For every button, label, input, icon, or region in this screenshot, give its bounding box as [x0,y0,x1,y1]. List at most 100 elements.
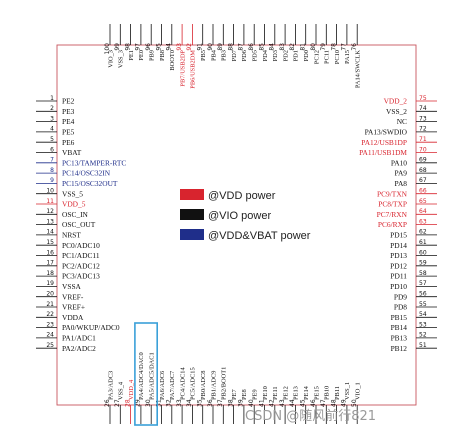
pin-number-1: 1 [50,95,54,102]
pin-label-pb3: PB3 [221,50,228,61]
pin-label-pa4-adc4-dac0: PA4/ADC4/DAC0 [138,352,145,400]
pin-number-51: 51 [419,342,427,349]
pin-number-93: 93 [176,43,183,51]
pin-number-5: 5 [50,136,54,143]
pin-number-18: 18 [46,270,54,277]
pin-label-pb12: PB12 [391,344,408,353]
pin-number-71: 71 [419,136,427,143]
pin-number-90: 90 [207,43,214,51]
pin-label-vss-5: VSS_5 [62,189,83,198]
pin-number-46: 46 [310,399,317,407]
pin-label-pa6-adc6: PA6/ADC6 [159,371,166,400]
pin-label-pa11-usb1dm: PA11/USB1DM [359,148,407,157]
pin-number-25: 25 [46,342,54,349]
pin-number-78: 78 [330,43,337,51]
pin-label-pb4: PB4 [210,49,217,61]
pin-label-pb8: PB8 [159,50,166,61]
pin-number-76: 76 [351,43,358,51]
pin-number-8: 8 [50,167,54,174]
pin-label-osc-in: OSC_IN [62,210,89,219]
pin-number-45: 45 [300,399,307,407]
pin-number-13: 13 [46,218,54,225]
pin-number-59: 59 [419,260,427,267]
pin-number-16: 16 [46,249,54,256]
pin-number-95: 95 [155,43,162,51]
pin-label-pb0-adc8: PB0/ADC8 [200,371,207,400]
pin-number-83: 83 [279,43,286,51]
pin-label-pc4-adc14: PC4/ADC14 [179,367,186,400]
pin-number-88: 88 [227,43,234,51]
pin-number-62: 62 [419,229,427,236]
pin-number-35: 35 [197,399,204,407]
pin-number-57: 57 [419,280,427,287]
pin-label-nc: NC [397,117,407,126]
pin-label-vssa: VSSA [62,282,82,291]
pin-label-vss-3: VSS_3 [118,50,125,68]
pin-label-vdd-5: VDD_5 [62,200,86,209]
pin-number-74: 74 [419,105,427,112]
pin-label-pd3: PD3 [272,50,279,61]
pin-label-pd5: PD5 [252,50,259,61]
pin-number-21: 21 [46,301,54,308]
pin-label-pd4: PD4 [262,49,269,61]
pin-label-pa12-usb1dp: PA12/USB1DP [361,138,407,147]
pin-number-73: 73 [419,115,427,122]
pin-label-pd9: PD9 [394,292,407,301]
pin-label-pa15: PA15 [344,50,351,64]
legend-label-vio: @VIO power [208,210,271,222]
pin-label-pe2: PE2 [62,97,75,106]
pin-label-pb15: PB15 [391,313,408,322]
pin-number-86: 86 [248,43,255,51]
pin-number-11: 11 [46,198,54,205]
pin-number-28: 28 [124,399,131,407]
pin-number-41: 41 [258,399,265,407]
pin-number-4: 4 [50,126,54,133]
pin-label-pe6: PE6 [62,138,75,147]
pin-label-pe8: PE8 [241,389,248,400]
pin-number-79: 79 [320,43,327,51]
pin-label-vdd-2: VDD_2 [384,97,408,106]
pin-label-pc3-adc13: PC3/ADC13 [62,272,100,281]
pin-label-pc15-osc32out: PC15/OSC32OUT [62,179,118,188]
pin-label-pe10: PE10 [262,386,269,400]
pin-number-15: 15 [46,239,54,246]
pin-label-pa14-swclk: PA14/SWCLK [355,50,362,89]
pin-number-61: 61 [419,239,427,246]
pin-number-94: 94 [166,43,173,51]
pin-label-pc12: PC12 [313,50,320,64]
pin-label-pb9: PB9 [149,50,156,61]
pin-label-pc14-osc32in: PC14/OSC32IN [62,169,111,178]
pin-number-55: 55 [419,301,427,308]
pin-label-pe4: PE4 [62,117,75,126]
pin-number-50: 50 [351,399,358,407]
pin-label-pd2: PD2 [282,50,289,61]
pin-number-23: 23 [46,321,54,328]
pin-number-77: 77 [341,43,348,51]
pin-number-100: 100 [104,43,111,55]
pin-label-vbat: VBAT [62,148,82,157]
pin-number-49: 49 [341,399,348,407]
legend-label-vdd: @VDD power [208,190,276,202]
pin-label-pa9: PA9 [395,169,408,178]
pin-number-31: 31 [155,399,162,407]
pin-label-pb11: PB11 [334,386,341,400]
pin-number-47: 47 [320,399,327,407]
pin-number-7: 7 [50,157,54,164]
pin-number-96: 96 [145,43,152,51]
pin-number-81: 81 [300,43,307,51]
pin-number-60: 60 [419,249,427,256]
pin-label-pd13: PD13 [390,251,407,260]
pin-number-44: 44 [289,399,296,407]
pin-number-65: 65 [419,198,427,205]
pin-number-30: 30 [145,399,152,407]
pin-label-boot0: BOOT0 [169,50,176,71]
pin-number-56: 56 [419,291,427,298]
pin-number-48: 48 [330,399,337,407]
watermark: CSDN @随风前行821 [245,408,376,424]
pin-label-pa13-swdio: PA13/SWDIO [365,128,408,137]
pin-label-osc-out: OSC_OUT [62,220,96,229]
pin-label-pe11: PE11 [272,386,279,400]
pin-label-pe1: PE1 [128,50,135,61]
